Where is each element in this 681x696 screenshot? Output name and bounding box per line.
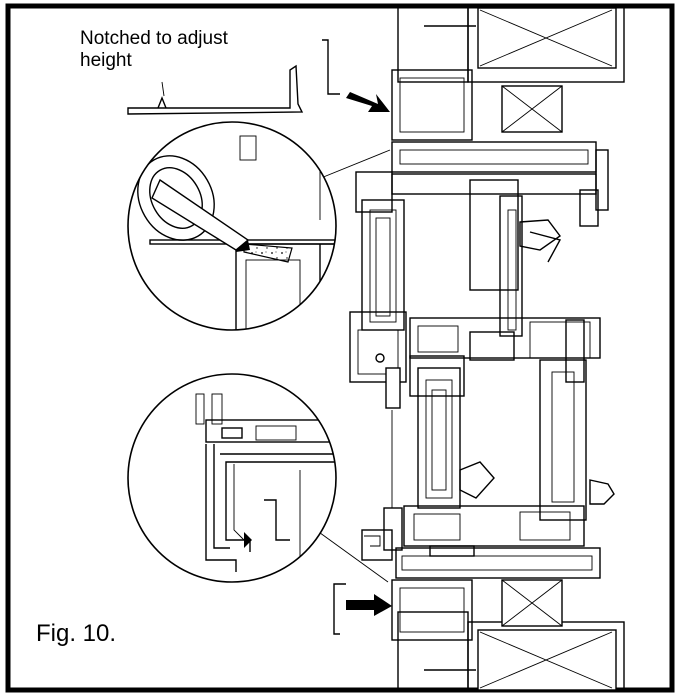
notched-strip (127, 64, 304, 115)
figure-caption: Fig. 10. (36, 620, 117, 647)
frame-border (5, 3, 675, 693)
note-line-2: height (80, 50, 132, 71)
bottom-arrow (346, 594, 392, 616)
top-masonry-block (397, 5, 625, 133)
top-arrow (346, 92, 390, 112)
window-profile-section (315, 69, 615, 641)
notched-note-label: Notched to adjust height (80, 28, 228, 72)
bottom-masonry-block (397, 579, 625, 691)
note-line-1: Notched to adjust (80, 28, 228, 49)
top-l-bracket (322, 39, 340, 95)
bottom-detail-circle (127, 373, 337, 583)
top-detail-circle (127, 121, 337, 331)
bottom-l-bracket (333, 583, 346, 635)
